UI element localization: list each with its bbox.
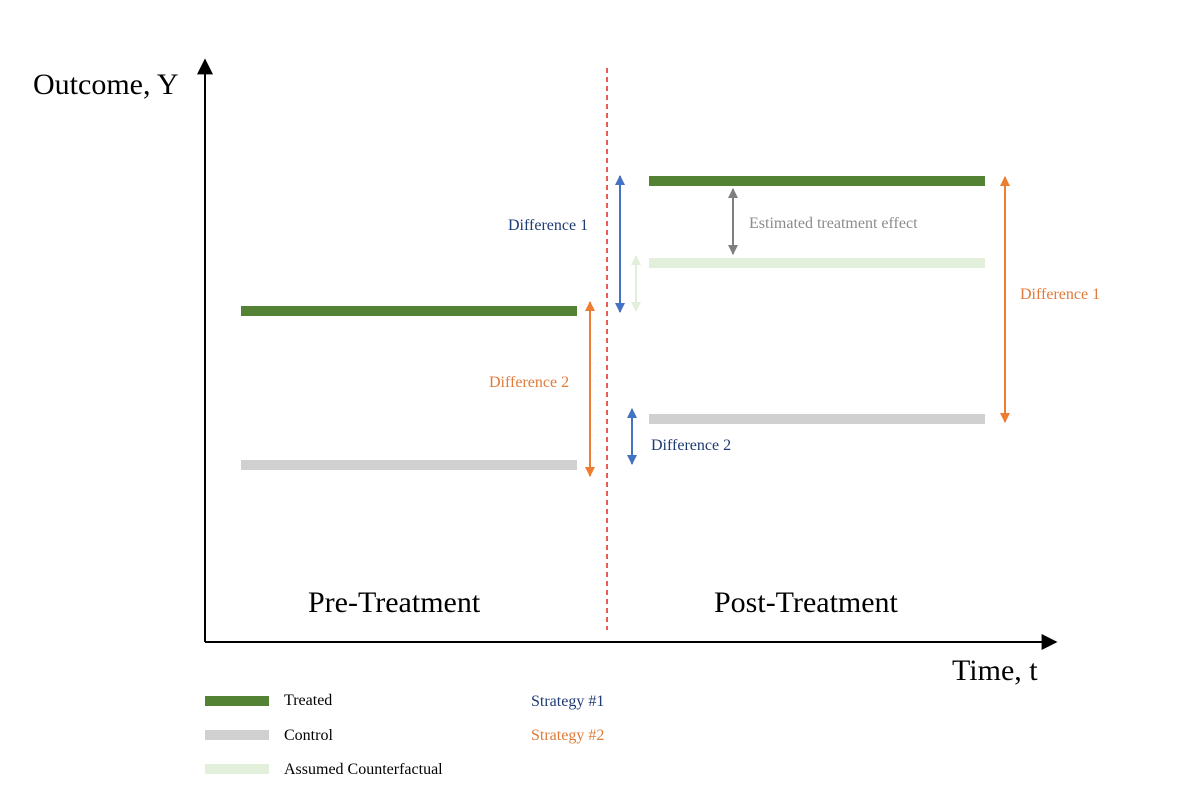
strategy2-difference2-label: Difference 2 [489,374,569,391]
legend-strategy2-label: Strategy #2 [531,727,604,744]
legend-counterfactual-label: Assumed Counterfactual [284,761,443,778]
post-treatment-label: Post-Treatment [714,586,899,619]
pre-control-bar [241,460,577,470]
post-control-bar [649,414,985,424]
strategy2-difference1-label: Difference 1 [1020,286,1100,303]
y-axis-label: Outcome, Y [33,68,179,101]
post-counterfactual-bar [649,258,985,268]
legend-counterfactual-swatch [205,764,269,774]
pre-treatment-label: Pre-Treatment [308,586,481,619]
legend-control-swatch [205,730,269,740]
legend-treated-label: Treated [284,692,332,709]
pre-treated-bar [241,306,577,316]
legend-treated-swatch [205,696,269,706]
legend-strategy1-label: Strategy #1 [531,693,604,710]
estimated-effect-label: Estimated treatment effect [749,215,918,232]
post-treated-bar [649,176,985,186]
x-axis-label: Time, t [952,654,1038,687]
legend-control-label: Control [284,727,333,744]
strategy1-difference1-label: Difference 1 [508,217,588,234]
strategy1-difference2-label: Difference 2 [651,437,731,454]
